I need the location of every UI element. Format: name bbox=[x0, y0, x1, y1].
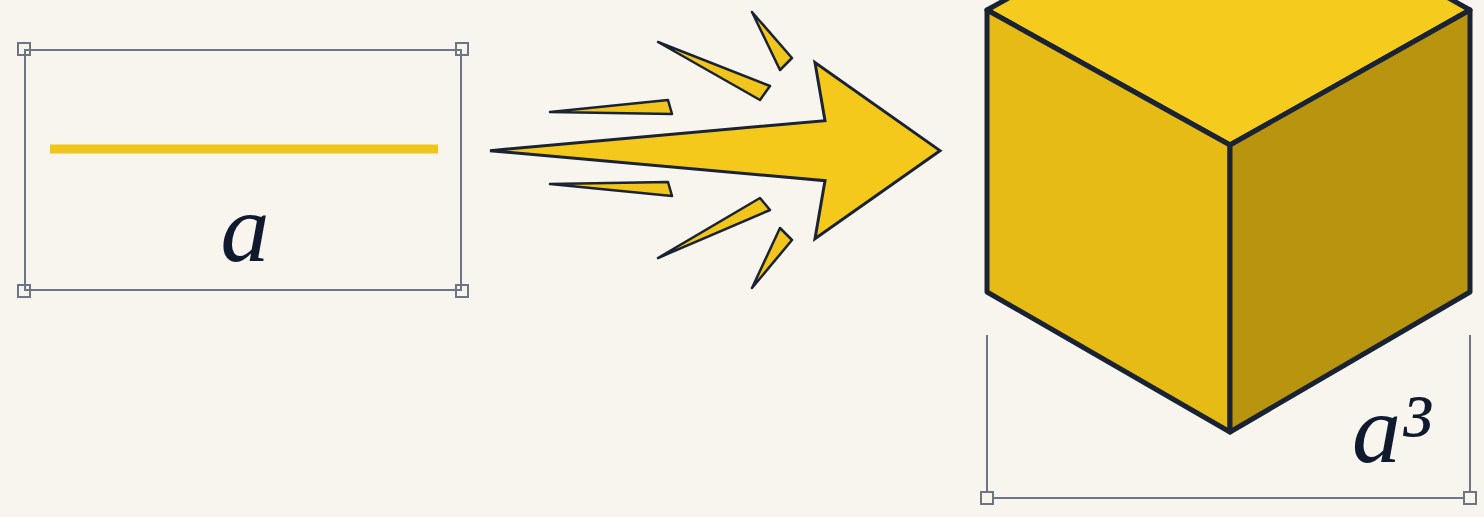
selection-handles bbox=[18, 43, 468, 297]
length-box: a bbox=[24, 49, 462, 291]
cube-shape: a³ bbox=[940, 0, 1480, 517]
variable-label: a bbox=[26, 179, 464, 277]
spark-lines bbox=[550, 12, 792, 288]
length-segment bbox=[50, 145, 438, 154]
variable-label: a³ bbox=[1352, 380, 1472, 478]
transform-arrow bbox=[490, 63, 940, 239]
